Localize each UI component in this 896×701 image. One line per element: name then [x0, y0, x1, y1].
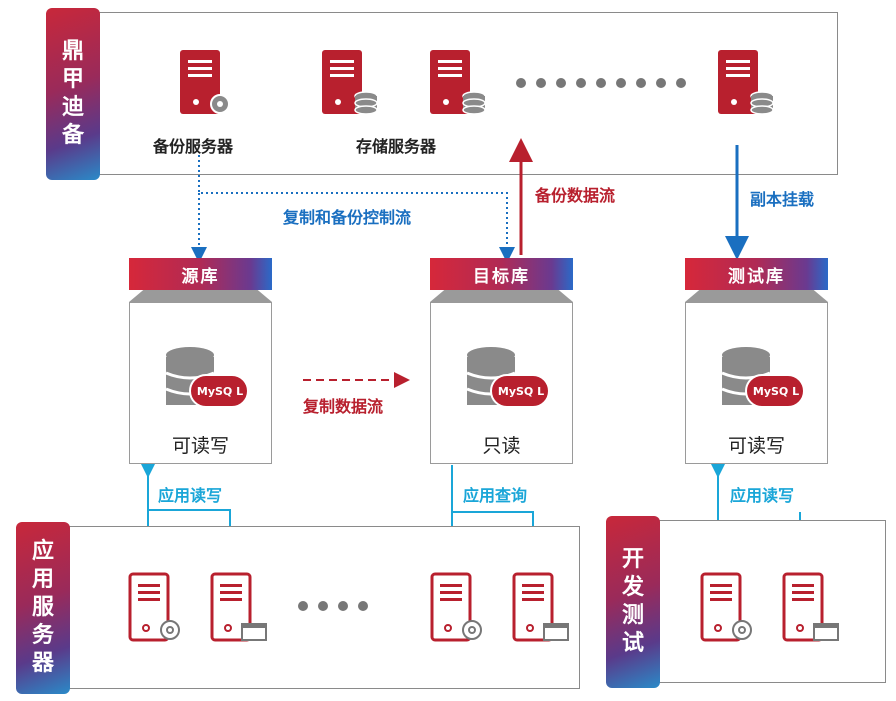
storage-server-icon [718, 50, 774, 115]
mysql-badge: MySQ L [752, 385, 800, 398]
replica-mount-label: 副本挂载 [750, 190, 815, 209]
mysql-database-icon [721, 347, 805, 408]
test-server-gear-icon [700, 572, 752, 642]
mysql-badge: MySQ L [196, 385, 244, 398]
mysql-badge: MySQ L [497, 385, 545, 398]
target-db-title: 目标库 [430, 258, 573, 290]
app-servers-title-tab: 应 用 服 务 器 [16, 522, 70, 694]
target-db-box: MySQ L 只读 [430, 302, 573, 464]
ellipsis-icon [298, 601, 368, 611]
copy-backup-control-flow [191, 155, 515, 263]
app-server-window-icon [512, 572, 569, 642]
test-db-box: MySQ L 可读写 [685, 302, 828, 464]
app-rw-test-label: 应用读写 [730, 486, 795, 505]
source-db-trim [129, 290, 272, 302]
app-server-window-icon [210, 572, 267, 642]
ellipsis-icon [516, 78, 686, 88]
dingjia-title-tab: 鼎 甲 迪 备 [46, 8, 100, 180]
test-db-title: 测试库 [685, 258, 828, 290]
app-rw-source-label: 应用读写 [158, 486, 223, 505]
test-db-mode: 可读写 [727, 435, 785, 457]
backup-server-label: 备份服务器 [153, 137, 234, 156]
storage-server-icon [430, 50, 486, 115]
mysql-database-icon [466, 347, 550, 408]
backup-data-flow-label: 备份数据流 [535, 186, 616, 205]
test-db-trim [685, 290, 828, 302]
storage-server-icon [322, 50, 378, 115]
source-db-box: MySQ L 可读写 [129, 302, 272, 464]
test-server-window-icon [782, 572, 839, 642]
replication-data-flow-label: 复制数据流 [303, 397, 384, 416]
dev-test-title-tab: 开 发 测 试 [606, 516, 660, 688]
mysql-database-icon [165, 347, 249, 408]
app-server-gear-icon [128, 572, 180, 642]
copy-backup-control-flow-label: 复制和备份控制流 [283, 208, 412, 227]
source-db-mode: 可读写 [171, 435, 229, 457]
target-db-mode: 只读 [482, 435, 521, 457]
backup-server-icon [180, 50, 230, 114]
app-query-label: 应用查询 [463, 486, 528, 505]
app-server-gear-icon [430, 572, 482, 642]
target-db-trim [430, 290, 573, 302]
source-db-title: 源库 [129, 258, 272, 290]
storage-server-label: 存储服务器 [356, 137, 437, 156]
